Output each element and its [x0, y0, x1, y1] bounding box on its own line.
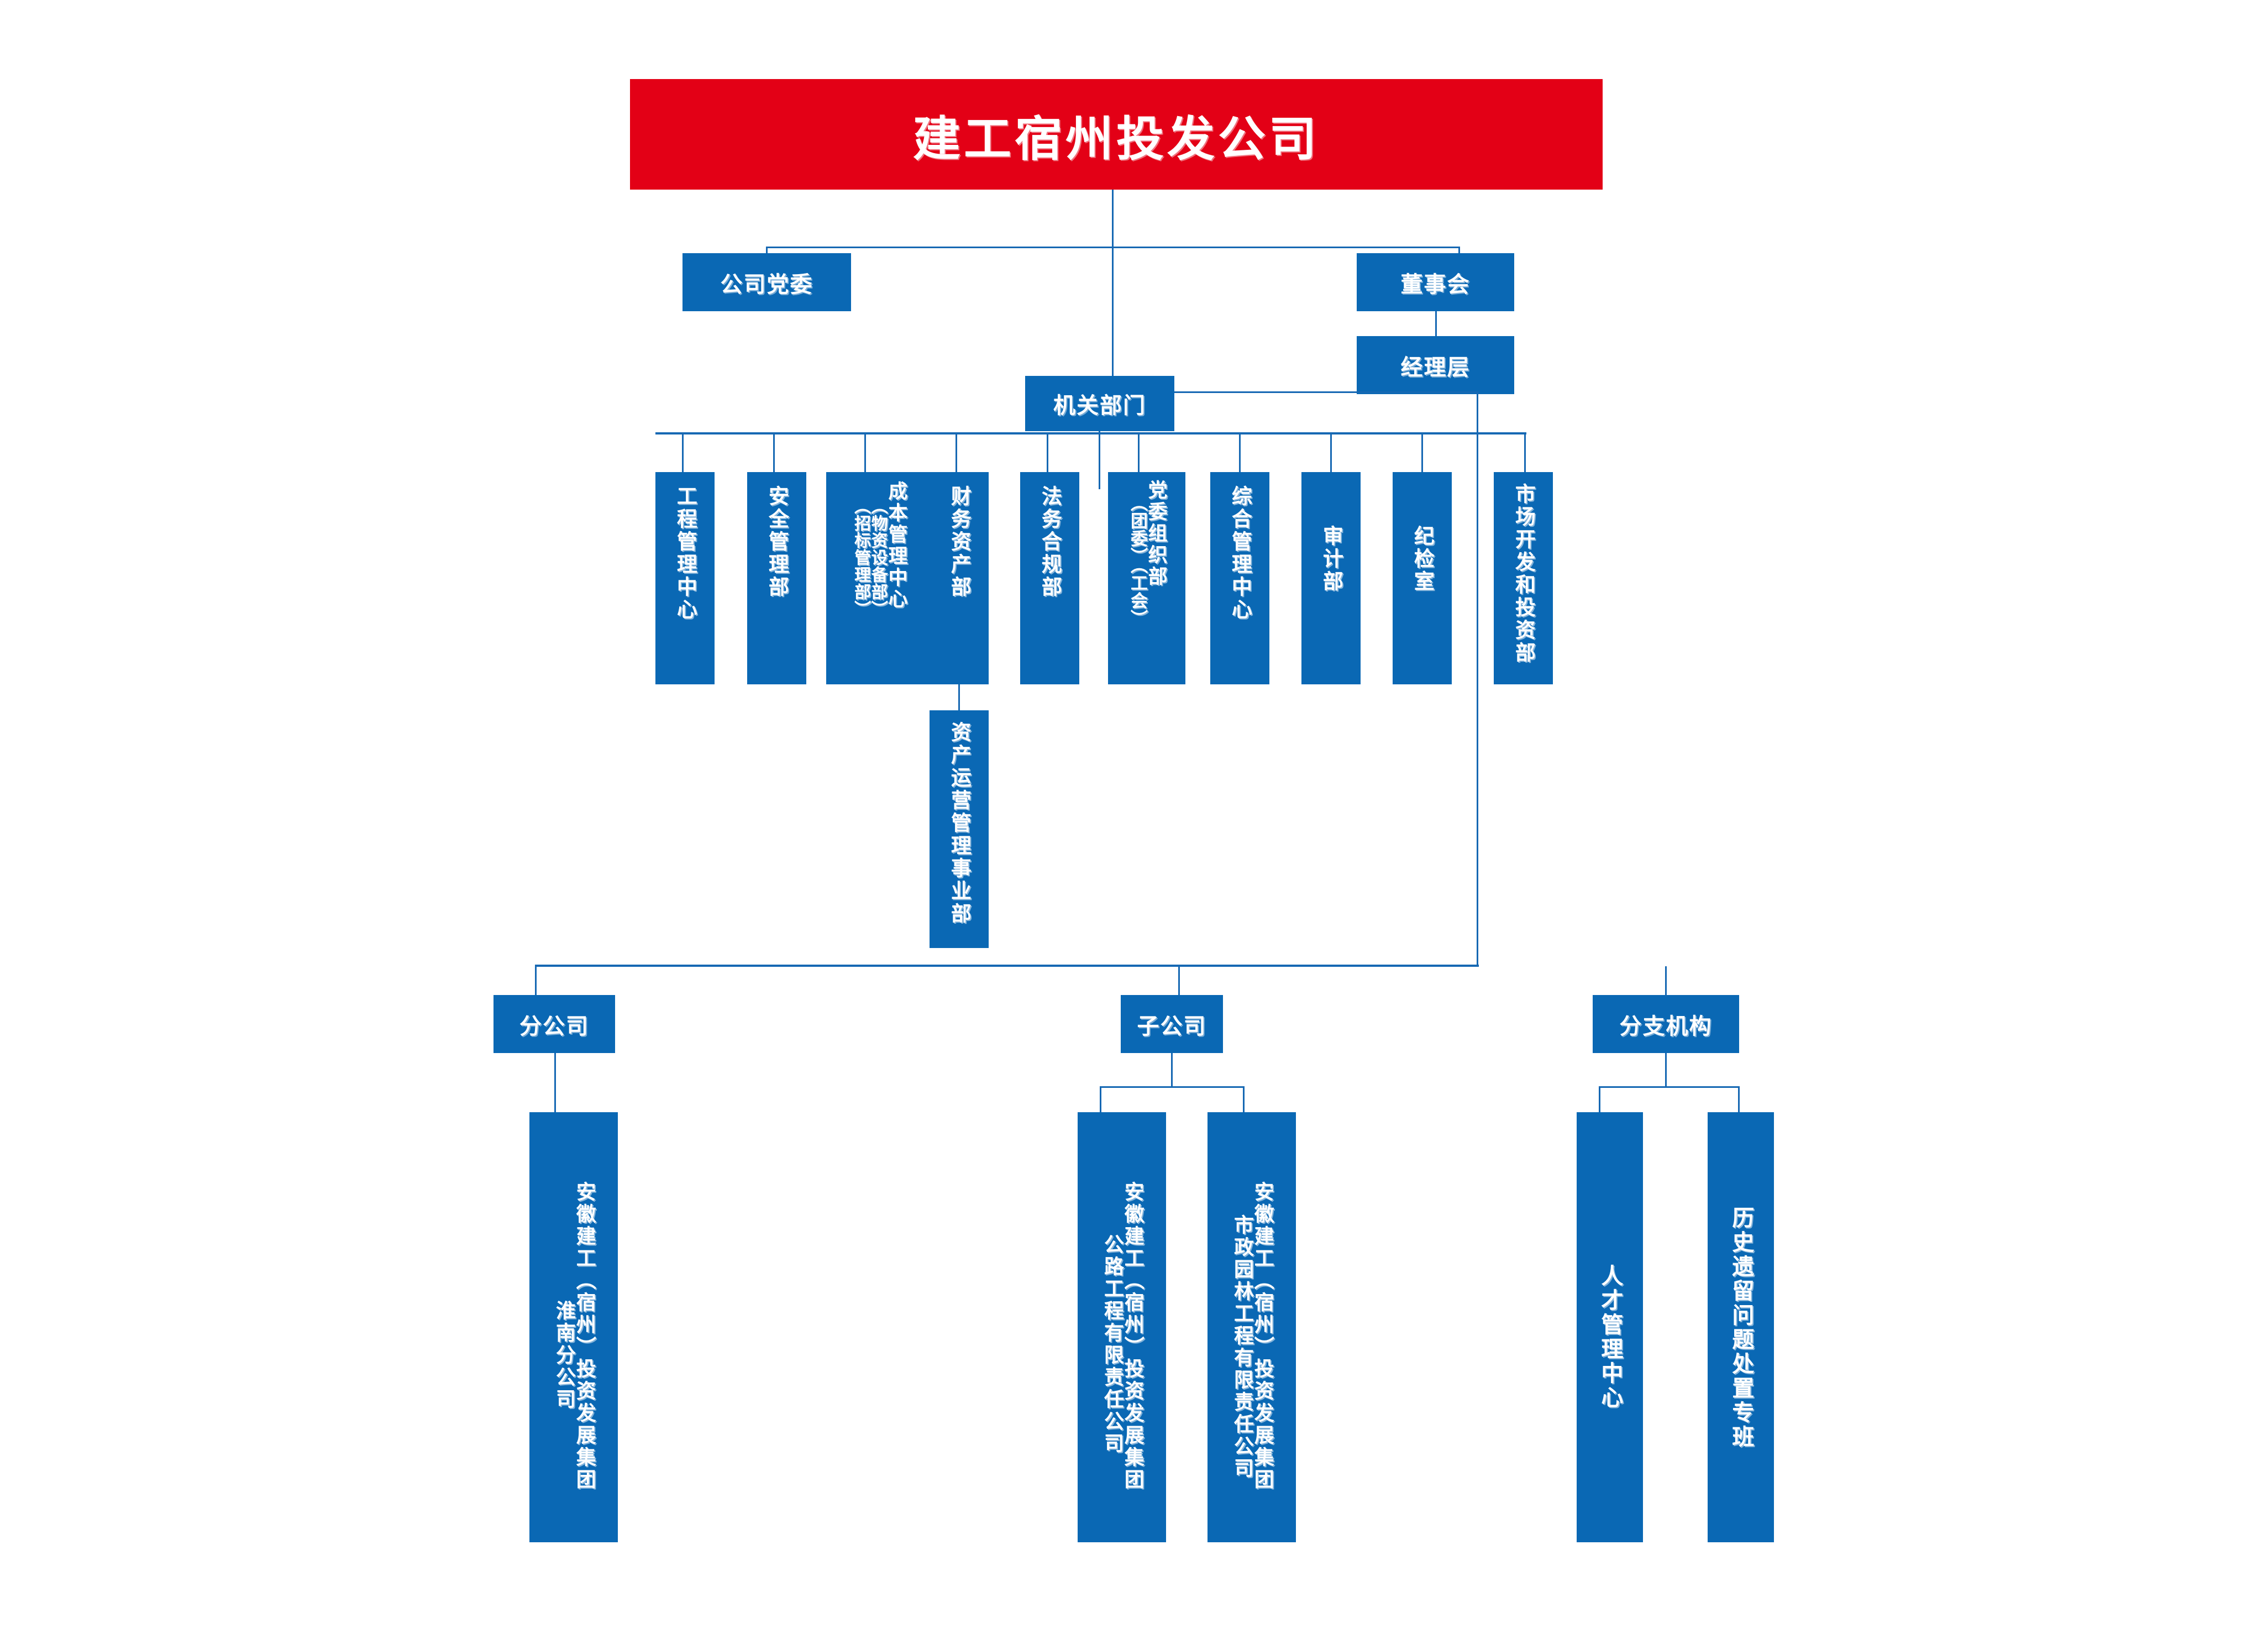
head-office-label: 机关部门 [1053, 393, 1146, 418]
dept-col: 财务资产部 [947, 485, 972, 599]
connector-dept-drop-5 [1047, 432, 1048, 472]
dept-market-development-investment-dept[interactable]: 市场开发和投资部 [1494, 472, 1553, 684]
dept-col: 市场开发和投资部 [1511, 483, 1536, 664]
entity-historical-legacy-issues-task-force[interactable]: 历史遗留问题处置专班 [1708, 1112, 1774, 1542]
connector-dept-drop-8 [1330, 432, 1332, 472]
connector-affiliated-bus [1599, 1086, 1740, 1088]
connector-dept-drop-7 [1239, 432, 1241, 472]
entity-col-secondary: 公路工程有限责任公司 [1101, 1234, 1124, 1455]
connector-dept-drop-1 [682, 432, 684, 472]
entity-col-main: 安徽建工（宿州）投资发展集团 [1121, 1181, 1144, 1491]
connector-affiliated-child-2 [1738, 1086, 1740, 1114]
entity-col-main: 安徽建工（宿州）投资发展集团 [1251, 1181, 1274, 1491]
entity-col-main: 安徽建工（宿州）投资发展集团 [573, 1181, 596, 1491]
entity-municipal-landscape-engineering-co[interactable]: 安徽建工（宿州）投资发展集团 市政园林工程有限责任公司 [1208, 1112, 1296, 1542]
dept-party-organization-dept[interactable]: 党委组织部 （团委）（工会） [1108, 472, 1185, 684]
box-affiliated-units[interactable]: 分支机构 [1593, 995, 1739, 1053]
connector-affiliated-down [1665, 1053, 1667, 1087]
dept-col: 纪检室 [1410, 525, 1435, 593]
connector-dept-drop-4 [956, 432, 957, 472]
connector-groups-bus [535, 965, 1479, 967]
entity-col-secondary: 市政园林工程有限责任公司 [1231, 1214, 1253, 1480]
box-subsidiaries[interactable]: 子公司 [1121, 995, 1223, 1053]
affiliated-units-label: 分支机构 [1619, 1013, 1713, 1039]
dept-col-alt-1: （团委）（工会） [1127, 494, 1147, 627]
connector-title-down [1112, 190, 1114, 248]
management-label: 经理层 [1400, 354, 1471, 380]
connector-head-office-down [1099, 431, 1100, 489]
entity-anhui-jiangong-suzhou-huainan-branch[interactable]: 安徽建工（宿州）投资发展集团 淮南分公司 [529, 1112, 618, 1542]
connector-branch-to-child [554, 1053, 556, 1114]
box-board-of-directors[interactable]: 董事会 [1357, 253, 1514, 311]
company-title-banner: 建工宿州投发公司 [630, 79, 1603, 190]
dept-engineering-management-center[interactable]: 工程管理中心 [655, 472, 715, 684]
connector-dept-drop-10 [1524, 432, 1526, 472]
entity-col-secondary: 淮南分公司 [553, 1300, 575, 1411]
connector-finance-to-asset-division [958, 684, 960, 711]
connector-subsidiary-drop [1178, 965, 1180, 997]
dept-col: 综合管理中心 [1228, 485, 1252, 621]
connector-subsidiaries-bus [1100, 1086, 1245, 1088]
dept-col-alt-1: （物资设备部） [868, 498, 888, 617]
dept-col-alt-2: （招标管理部） [851, 498, 871, 617]
board-label: 董事会 [1400, 271, 1471, 297]
dept-col: 工程管理中心 [673, 485, 697, 621]
connector-center-to-head-office [1112, 247, 1114, 376]
box-party-committee[interactable]: 公司党委 [683, 253, 851, 311]
connector-dept-drop-6 [1138, 432, 1140, 472]
connector-board-to-management [1435, 311, 1437, 337]
company-title-text: 建工宿州投发公司 [913, 111, 1320, 167]
connector-dept-drop-9 [1421, 432, 1423, 472]
entity-talent-management-center[interactable]: 人才管理中心 [1577, 1112, 1643, 1542]
connector-subsidiary-child-1 [1100, 1086, 1101, 1114]
dept-audit-dept[interactable]: 审计部 [1301, 472, 1361, 684]
dept-general-management-center[interactable]: 综合管理中心 [1210, 472, 1269, 684]
dept-col: 党委组织部 [1144, 480, 1167, 588]
dept-asset-operation-management-division[interactable]: 资产运营管理事业部 [930, 710, 989, 948]
subsidiaries-label: 子公司 [1137, 1013, 1207, 1039]
dept-discipline-inspection-office[interactable]: 纪检室 [1393, 472, 1452, 684]
box-branch-companies[interactable]: 分公司 [494, 995, 615, 1053]
entity-col-main: 人才管理中心 [1597, 1264, 1623, 1410]
dept-safety-management-dept[interactable]: 安全管理部 [747, 472, 806, 684]
dept-cost-management-center[interactable]: 成本管理中心 （物资设备部） （招标管理部） [826, 472, 931, 684]
entity-col-main: 历史遗留问题处置专班 [1728, 1206, 1754, 1449]
connector-affiliated-drop [1665, 966, 1667, 997]
connector-subsidiary-child-2 [1243, 1086, 1245, 1114]
connector-head-office-right [1174, 391, 1478, 393]
connector-dept-drop-2 [773, 432, 775, 472]
box-management-layer[interactable]: 经理层 [1357, 336, 1514, 394]
connector-subsidiaries-down [1171, 1053, 1173, 1087]
dept-legal-compliance-dept[interactable]: 法务合规部 [1020, 472, 1079, 684]
connector-affiliated-child-1 [1599, 1086, 1600, 1114]
box-head-office[interactable]: 机关部门 [1025, 376, 1174, 431]
connector-dept-drop-3 [864, 432, 866, 472]
entity-highway-engineering-co[interactable]: 安徽建工（宿州）投资发展集团 公路工程有限责任公司 [1078, 1112, 1166, 1542]
dept-finance-asset-dept[interactable]: 财务资产部 [930, 472, 989, 684]
dept-col: 审计部 [1319, 525, 1343, 593]
dept-col: 安全管理部 [765, 485, 789, 599]
connector-branch-drop [535, 965, 537, 997]
branch-companies-label: 分公司 [519, 1013, 589, 1039]
dept-col: 成本管理中心 [885, 481, 907, 610]
party-committee-label: 公司党委 [720, 271, 813, 297]
connector-right-vertical [1477, 391, 1478, 966]
dept-col: 法务合规部 [1038, 485, 1062, 599]
dept-col: 资产运营管理事业部 [947, 721, 972, 925]
connector-departments-bus [655, 432, 1526, 434]
